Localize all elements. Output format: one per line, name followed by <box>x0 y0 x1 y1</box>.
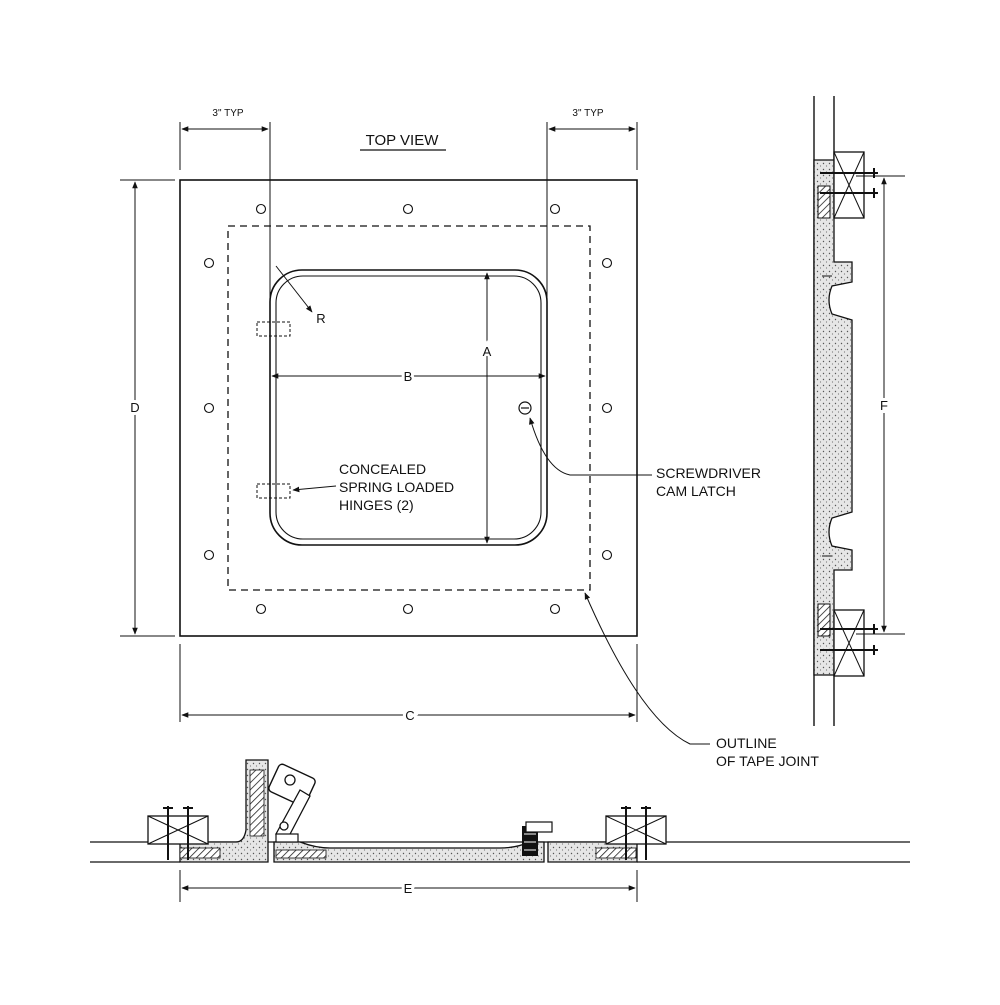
cam-latch <box>518 401 532 415</box>
latch-callout-line1: SCREWDRIVER <box>656 465 761 481</box>
screw-hole <box>601 402 613 414</box>
top-view: TOP VIEW <box>120 108 819 769</box>
tape-leader <box>584 592 710 745</box>
dim-d-label: D <box>130 400 139 415</box>
side-frame-profile <box>813 159 853 676</box>
hinges-leader <box>292 485 337 493</box>
view-title: TOP VIEW <box>366 132 440 149</box>
door-outer <box>269 269 548 546</box>
hinge-lower <box>256 483 291 499</box>
latch-leader <box>529 417 652 476</box>
bottom-cam-latch <box>522 821 553 856</box>
bottom-section: E <box>90 759 910 902</box>
radius-leader <box>275 265 313 313</box>
screw-hole <box>203 257 215 269</box>
tape-joint-outline <box>227 225 591 591</box>
dim-c-label: C <box>405 708 414 723</box>
screw-hole <box>255 203 267 215</box>
screw-hole <box>402 603 414 615</box>
latch-callout-line2: CAM LATCH <box>656 483 736 499</box>
screw-hole <box>549 203 561 215</box>
hinges-callout-line1: CONCEALED <box>339 461 426 477</box>
dim-a-label: A <box>483 344 492 359</box>
typ-right-label: 3" TYP <box>572 108 603 119</box>
tape-callout-line1: OUTLINE <box>716 735 777 751</box>
screw-holes <box>203 203 613 615</box>
hinge-upper <box>256 321 291 337</box>
screw-hole <box>255 603 267 615</box>
bottom-hinge-mechanism <box>268 763 316 843</box>
typ-left-label: 3" TYP <box>212 108 243 119</box>
radius-label: R <box>316 311 325 326</box>
side-section: F <box>813 96 905 726</box>
dim-e-label: E <box>404 881 413 896</box>
screw-hole <box>549 603 561 615</box>
hinges-callout-line3: HINGES (2) <box>339 497 414 513</box>
bottom-left-frame <box>179 759 269 863</box>
screw-hole <box>601 549 613 561</box>
door-inner <box>275 275 542 540</box>
screw-hole <box>402 203 414 215</box>
screw-hole <box>601 257 613 269</box>
dim-b-label: B <box>404 369 413 384</box>
screw-hole <box>203 402 215 414</box>
hinges-callout-line2: SPRING LOADED <box>339 479 454 495</box>
screw-hole <box>203 549 215 561</box>
tape-callout-line2: OF TAPE JOINT <box>716 753 819 769</box>
dim-f-label: F <box>880 398 888 413</box>
